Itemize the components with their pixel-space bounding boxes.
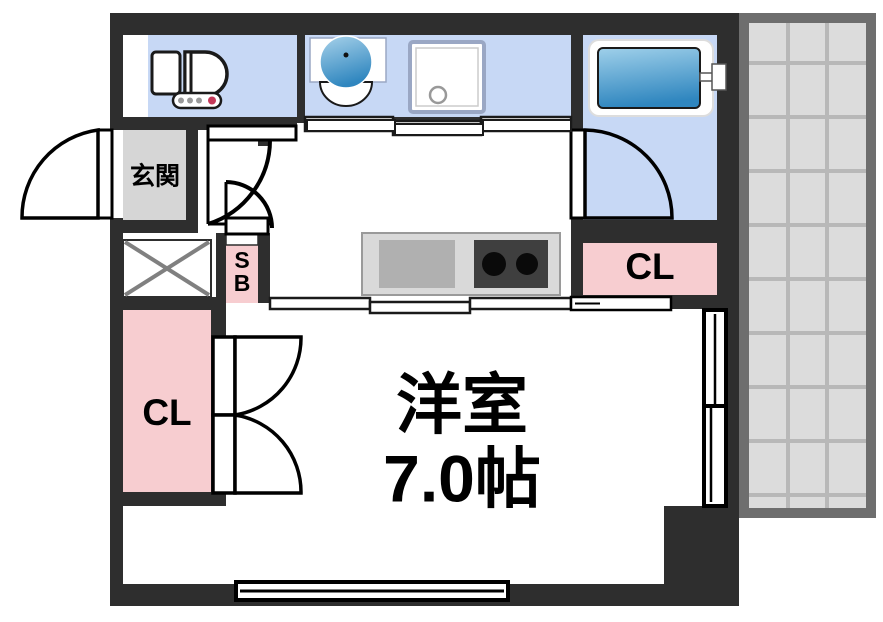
washer-pan xyxy=(408,40,486,114)
wall-toilet-washroom xyxy=(297,13,305,123)
washbasin-apron xyxy=(318,81,374,107)
closet-left-leaf-upper[interactable] xyxy=(211,335,237,417)
wall-sb-east xyxy=(258,233,270,303)
bathtub-faucet-body xyxy=(711,63,727,91)
wall-north xyxy=(110,13,739,35)
bath-door[interactable] xyxy=(569,128,674,220)
wall-entry-south xyxy=(110,297,223,310)
shoe-box-label-s: S xyxy=(234,247,249,273)
wall-washroom-bath xyxy=(571,13,583,123)
kitchen-lower-panel-3[interactable] xyxy=(468,296,573,311)
entrance-door[interactable] xyxy=(20,127,114,220)
entrance-door-swing-arc xyxy=(20,127,100,220)
toilet-door-swing-arc xyxy=(225,180,274,229)
washbasin-drain xyxy=(343,52,349,58)
wall-genkan-east xyxy=(186,130,198,220)
closet-right-door[interactable] xyxy=(569,295,673,312)
kitchen-lower-panel-2[interactable] xyxy=(368,300,472,315)
wall-closet-right-west xyxy=(571,233,583,305)
hall-door-panel[interactable] xyxy=(206,124,298,142)
toilet-button-3 xyxy=(196,97,202,104)
meter-box xyxy=(122,239,212,298)
entrance-area: 玄関 xyxy=(123,130,186,220)
toilet-seat-gap xyxy=(183,50,193,98)
wall-genkan-south xyxy=(110,220,198,233)
toilet-tank xyxy=(150,50,182,96)
toilet-door-panel[interactable] xyxy=(224,216,270,236)
balcony-area xyxy=(739,13,876,518)
wall-bath-south xyxy=(571,220,717,233)
bath-door-panel[interactable] xyxy=(569,128,587,220)
closet-right-floor xyxy=(583,243,717,295)
wall-southeast-block xyxy=(664,506,739,606)
kitchen-upper-panel-3[interactable] xyxy=(482,119,572,132)
shoe-box: S B xyxy=(225,232,259,296)
washer-pan-inner xyxy=(415,47,479,107)
kitchen-lower-panel-1[interactable] xyxy=(268,296,372,311)
genkan-floor xyxy=(123,130,186,220)
genkan-label: 玄関 xyxy=(130,162,180,191)
closet-right-label: CL xyxy=(625,246,674,287)
washbasin xyxy=(309,35,387,107)
closet-left-doors[interactable] xyxy=(211,335,303,495)
south-window[interactable] xyxy=(234,580,510,602)
bathtub-basin xyxy=(597,47,701,109)
wall-sb-west xyxy=(216,233,226,303)
shoe-box-label-b: B xyxy=(234,270,251,296)
kitchen-upper-sliding[interactable] xyxy=(306,119,572,136)
toilet-button-1 xyxy=(178,97,184,104)
closets xyxy=(123,243,717,492)
stove-burner-left xyxy=(482,252,506,276)
balcony-floor xyxy=(749,23,866,508)
closet-left-bifold-upper[interactable] xyxy=(233,335,303,418)
balcony-tile-grid xyxy=(749,23,866,508)
washer-pan-drain xyxy=(428,85,448,105)
toilet-fixture xyxy=(150,50,229,110)
kitchen-upper-panel-1[interactable] xyxy=(306,119,396,132)
main-room: 洋室 7.0帖 xyxy=(226,310,664,584)
wall-west-lower xyxy=(110,218,123,606)
toilet-door[interactable] xyxy=(224,180,274,236)
kitchen-counter xyxy=(361,232,561,296)
wall-closet-right-north xyxy=(571,233,717,243)
wall-closet-left-south xyxy=(110,492,226,506)
main-room-label-type: 洋室 xyxy=(396,367,528,441)
entrance-door-panel[interactable] xyxy=(96,128,114,220)
washbasin-bowl xyxy=(319,35,373,89)
toilet-button-2 xyxy=(187,97,193,104)
stove-burner-right xyxy=(516,253,538,275)
closet-left-bifold-lower[interactable] xyxy=(233,412,303,495)
closet-left-label: CL xyxy=(142,392,191,433)
meter-box-x-2 xyxy=(123,240,211,297)
kitchen-upper-panel-2[interactable] xyxy=(394,123,484,136)
hall-door[interactable] xyxy=(206,124,298,226)
balcony-sliding-door[interactable] xyxy=(702,308,728,508)
closet-left-leaf-lower[interactable] xyxy=(211,413,237,495)
bathtub xyxy=(588,39,727,117)
closet-right-slide-panel[interactable] xyxy=(569,295,673,312)
closet-left-floor xyxy=(123,310,211,492)
toilet-button-stop xyxy=(208,96,216,105)
main-room-label-size: 7.0帖 xyxy=(383,441,541,515)
shoe-box-floor xyxy=(226,243,258,303)
kitchen-sink xyxy=(379,240,455,288)
bath-door-swing-arc xyxy=(583,128,674,220)
kitchen-lower-sliding[interactable] xyxy=(268,296,573,315)
wall-west-upper xyxy=(110,13,123,130)
